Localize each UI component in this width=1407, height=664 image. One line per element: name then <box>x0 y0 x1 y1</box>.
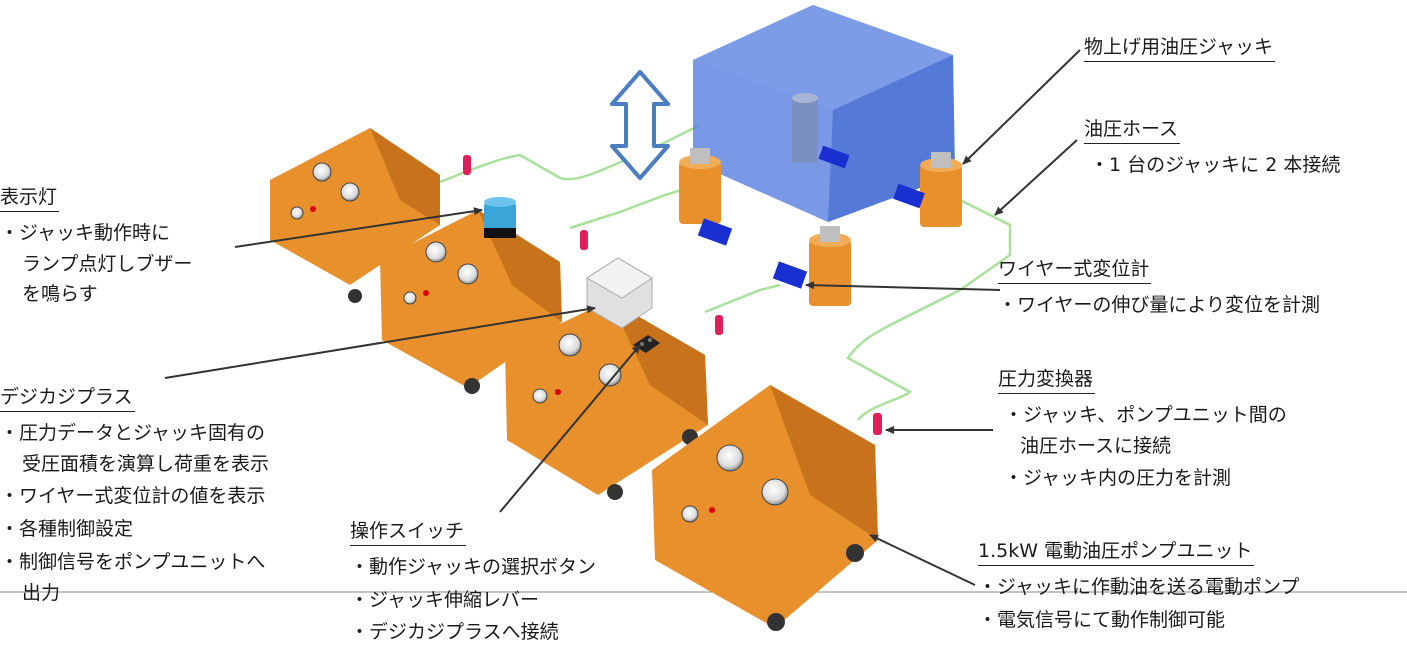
label-pressure-line: 油圧ホースに接続 <box>1020 434 1172 457</box>
load-box <box>693 5 955 222</box>
label-switch: 操作スイッチ ・動作ジャッキの選択ボタン ・ジャッキ伸縮レバー ・デジカジプラス… <box>350 520 596 644</box>
lift-direction-icon <box>610 70 670 180</box>
label-digi-line: ・圧力データとジャッキ固有の <box>0 421 266 444</box>
label-pressure-line: ・ジャッキ内の圧力を計測 <box>1004 467 1232 490</box>
label-lamp-title: 表示灯 <box>0 186 60 212</box>
label-hose: 油圧ホース ・1 台のジャッキに 2 本接続 <box>1084 118 1340 177</box>
label-digi-line: 出力 <box>22 581 61 604</box>
indicator-lamp <box>484 197 516 238</box>
label-pressure-title: 圧力変換器 <box>998 368 1096 394</box>
label-pump-line: ・ジャッキに作動油を送る電動ポンプ <box>978 575 1300 598</box>
label-switch-line: ・ジャッキ伸縮レバー <box>350 588 540 611</box>
label-digi: デジカジプラス ・圧力データとジャッキ固有の 受圧面積を演算し荷重を表示 ・ワイ… <box>0 386 269 605</box>
label-digi-line: ・各種制御設定 <box>0 518 134 541</box>
label-lamp-line: ランプ点灯しブザー <box>22 252 193 275</box>
label-digi-line: ・ワイヤー式変位計の値を表示 <box>0 485 266 508</box>
wire-sensors <box>697 145 925 289</box>
label-hose-title: 油圧ホース <box>1084 118 1181 144</box>
label-lamp-line: を鳴らす <box>22 283 98 306</box>
label-jack: 物上げ用油圧ジャッキ <box>1084 36 1276 62</box>
label-pump-line: ・電気信号にて動作制御可能 <box>978 608 1226 631</box>
label-jack-title: 物上げ用油圧ジャッキ <box>1084 36 1276 62</box>
hydraulic-jacks <box>679 148 962 306</box>
label-lamp: 表示灯 ・ジャッキ動作時に ランプ点灯しブザー を鳴らす <box>0 186 192 306</box>
label-pump-title: 1.5kW 電動油圧ポンプユニット <box>978 540 1255 566</box>
pump-unit-1 <box>270 128 440 303</box>
label-wire-title: ワイヤー式変位計 <box>998 258 1152 284</box>
label-wire-line: ・ワイヤーの伸び量により変位を計測 <box>998 293 1321 316</box>
label-switch-line: ・デジカジプラスへ接続 <box>350 621 559 644</box>
label-digi-title: デジカジプラス <box>0 386 135 412</box>
pressure-sensors <box>463 155 882 435</box>
label-wire: ワイヤー式変位計 ・ワイヤーの伸び量により変位を計測 <box>998 258 1320 317</box>
leader-arrows <box>164 49 1081 586</box>
label-pressure: 圧力変換器 ・ジャッキ、ポンプユニット間の 油圧ホースに接続 ・ジャッキ内の圧力… <box>998 368 1287 490</box>
label-digi-line: 受圧面積を演算し荷重を表示 <box>22 452 270 475</box>
label-pump: 1.5kW 電動油圧ポンプユニット ・ジャッキに作動油を送る電動ポンプ ・電気信… <box>978 540 1299 631</box>
label-digi-line: ・制御信号をポンプユニットへ <box>0 550 266 573</box>
label-pressure-line: ・ジャッキ、ポンプユニット間の <box>1004 403 1287 426</box>
label-lamp-line: ・ジャッキ動作時に <box>0 221 171 244</box>
label-hose-line: ・1 台のジャッキに 2 本接続 <box>1090 153 1341 176</box>
label-switch-title: 操作スイッチ <box>350 520 467 546</box>
pump-unit-4 <box>652 385 878 631</box>
label-switch-line: ・動作ジャッキの選択ボタン <box>350 555 597 578</box>
display-unit <box>586 257 653 329</box>
